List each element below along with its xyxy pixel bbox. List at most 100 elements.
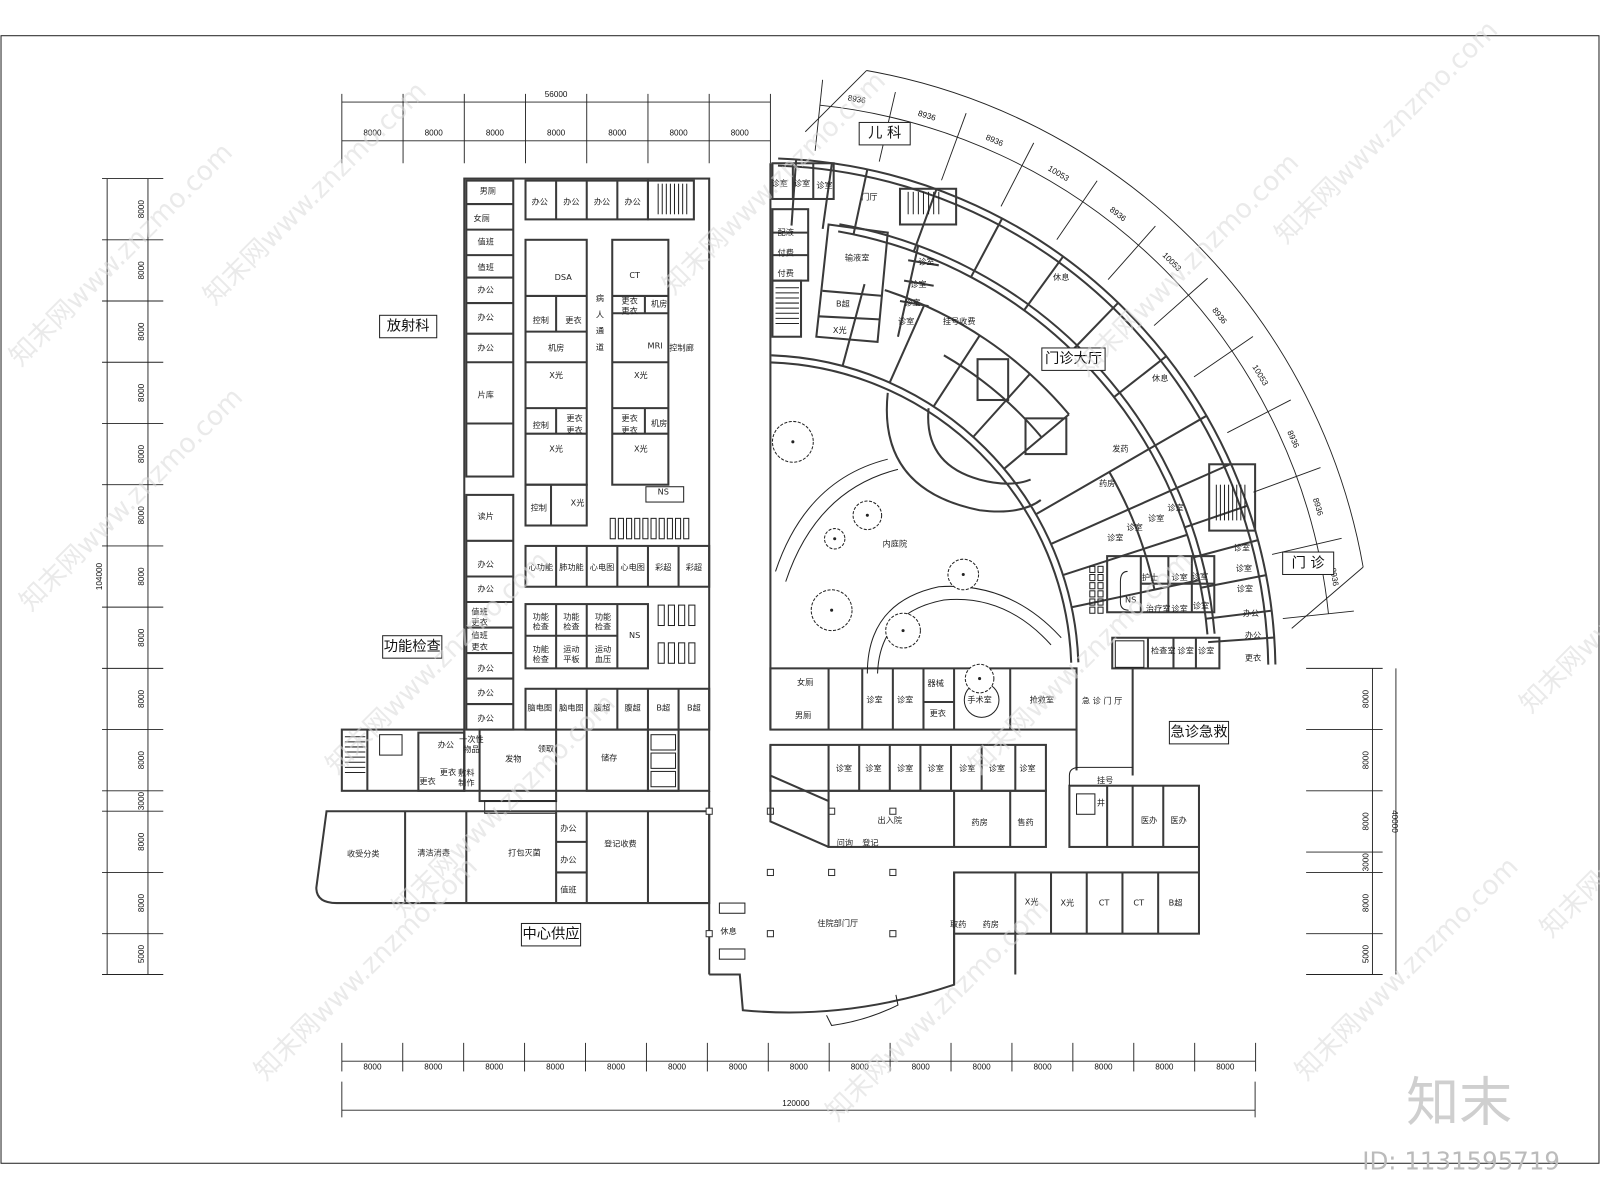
room-label: 更衣 [419, 776, 435, 786]
room-label: 更衣 [565, 315, 581, 325]
room-label: 值班 [478, 236, 494, 246]
room-label: B超 [687, 703, 701, 713]
dim-left-span: 8000 [137, 200, 146, 219]
title-outpatient: 门 诊 [1292, 554, 1325, 571]
seat-row [688, 642, 696, 664]
room-label: X光 [549, 370, 563, 380]
wall [1227, 399, 1291, 434]
column [705, 807, 713, 815]
garden-path [866, 585, 1062, 674]
room-label: 办公 [563, 197, 579, 207]
room-label: 运动血压 [595, 643, 611, 663]
room-label: 腹超 [624, 703, 640, 713]
seat-row [667, 604, 675, 627]
room-label: 更衣 [621, 413, 637, 423]
wall [972, 373, 1031, 438]
column [766, 930, 774, 938]
room-label: 功能检查 [563, 611, 579, 631]
seat [1097, 606, 1104, 614]
wall [1113, 355, 1167, 398]
dim-left-span: 8000 [137, 567, 146, 586]
seat-row [626, 517, 633, 540]
seat-row [657, 642, 665, 664]
room-label: 收受分类 [347, 849, 380, 859]
seat-row [634, 517, 641, 540]
room-label: 诊室 [898, 316, 914, 326]
room-label: 女厕 [797, 677, 813, 687]
room-label: 更衣 [930, 708, 946, 718]
room-label: 办公 [478, 583, 494, 593]
title-box-central-supply [520, 922, 582, 947]
elevator [650, 752, 677, 769]
dim-left-span: 8000 [137, 261, 146, 280]
column [889, 930, 897, 938]
seat [1097, 598, 1104, 606]
dim-bottom-span: 8000 [1094, 1062, 1113, 1071]
seat-row [675, 517, 682, 540]
dim-bottom-span: 8000 [1033, 1062, 1052, 1071]
room-label: 办公 [478, 342, 494, 352]
room-label: 售药 [1017, 817, 1033, 827]
dim-right-span: 5000 [1361, 945, 1370, 964]
room-label: X光 [634, 443, 648, 453]
room-label: 配液 [778, 227, 794, 237]
room-label: 手术室 [967, 695, 991, 705]
wall [1023, 255, 1064, 311]
room-label: 医办 [1141, 815, 1157, 825]
room-label: 脑电图 [528, 703, 552, 713]
tree-trunk [791, 440, 795, 444]
room-label: 休息 [720, 926, 736, 936]
wall [769, 744, 829, 848]
wall [912, 188, 938, 252]
wall [884, 289, 1070, 416]
room-labels: 男厕女厕值班值班办公办公办公片库读片办公办公值班更衣值班更衣办公办公办公办公办公… [347, 178, 1261, 936]
title-box-radiology [379, 314, 438, 339]
dim-left-span: 8000 [137, 506, 146, 525]
room-label: 控制廊 [669, 342, 693, 352]
wall [1050, 489, 1171, 545]
room-label: 休息 [1152, 373, 1168, 383]
elevator [650, 770, 677, 788]
wall [709, 872, 956, 1014]
dim-bottom-span: 8000 [912, 1062, 931, 1071]
room-label: CT [1133, 898, 1144, 908]
wall [1282, 610, 1354, 619]
room-label: 心功能 [529, 562, 553, 572]
room-label: 功能检查 [533, 611, 549, 631]
seat-row [650, 517, 657, 540]
room-label: 诊室 [1171, 572, 1187, 582]
stair [1114, 640, 1145, 668]
wall [841, 283, 866, 367]
elevator [379, 734, 403, 756]
room-label: 值班 [478, 262, 494, 272]
room-label: MRI [648, 340, 663, 350]
dim-arc-span: 8936 [1328, 567, 1340, 587]
walls [315, 157, 1277, 1027]
room-label: 办公 [1243, 608, 1259, 618]
room-label: 药房 [1099, 478, 1115, 488]
wall [1062, 533, 1188, 577]
room-label: 读片 [478, 511, 494, 521]
room-label: 办公 [560, 823, 576, 833]
wall [852, 169, 869, 235]
room-label: 诊室 [928, 763, 944, 773]
inner-courtyard [771, 420, 1062, 694]
room-label: 发药 [1112, 443, 1128, 453]
seat-row [678, 604, 686, 627]
room-label: 更衣 [566, 413, 582, 423]
dim-left-span: 8000 [137, 628, 146, 647]
room-label: 肺功能 [559, 562, 583, 572]
room-label: 挂号收费 [943, 316, 976, 326]
room-label: 井 [1097, 798, 1105, 808]
room-label: B超 [836, 299, 850, 309]
dim-bottom-span: 8000 [668, 1062, 687, 1071]
wall [896, 244, 939, 337]
wall [932, 334, 981, 408]
seat [1089, 598, 1096, 606]
title-emergency: 急诊急救 [1170, 724, 1227, 741]
room-label: 诊室 [897, 763, 913, 773]
elevators [646, 728, 680, 792]
column [828, 868, 836, 877]
room-label: 值班 [471, 630, 487, 640]
